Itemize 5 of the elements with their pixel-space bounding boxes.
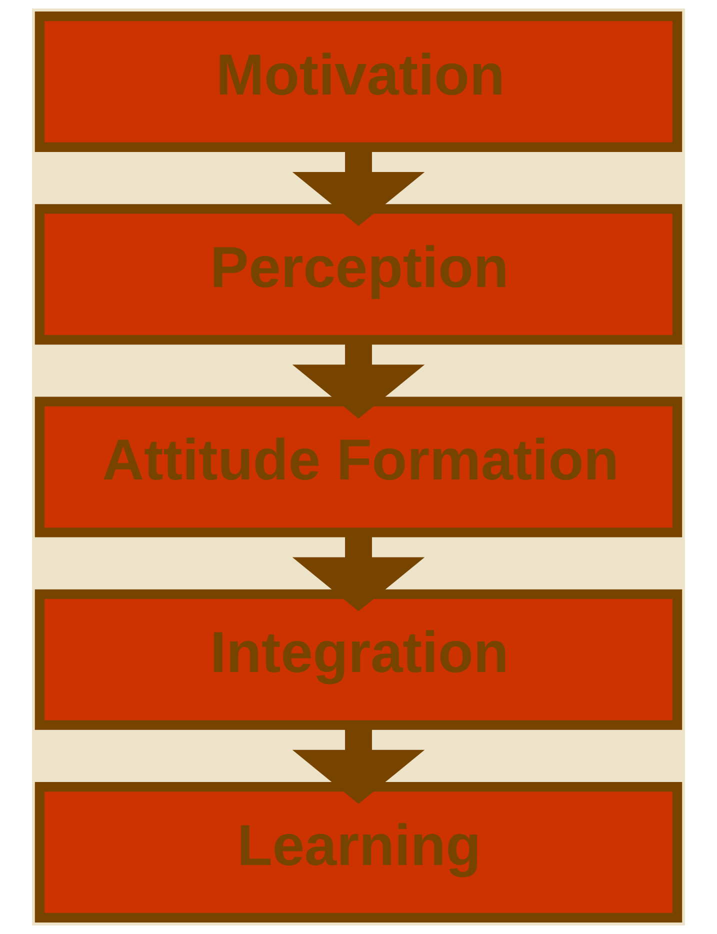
- node-box: Integration: [34, 589, 682, 730]
- node-box: Motivation: [34, 11, 682, 152]
- node-box: Perception: [34, 204, 682, 345]
- node-box: Learning: [34, 782, 682, 923]
- node-box: Attitude Formation: [34, 396, 682, 538]
